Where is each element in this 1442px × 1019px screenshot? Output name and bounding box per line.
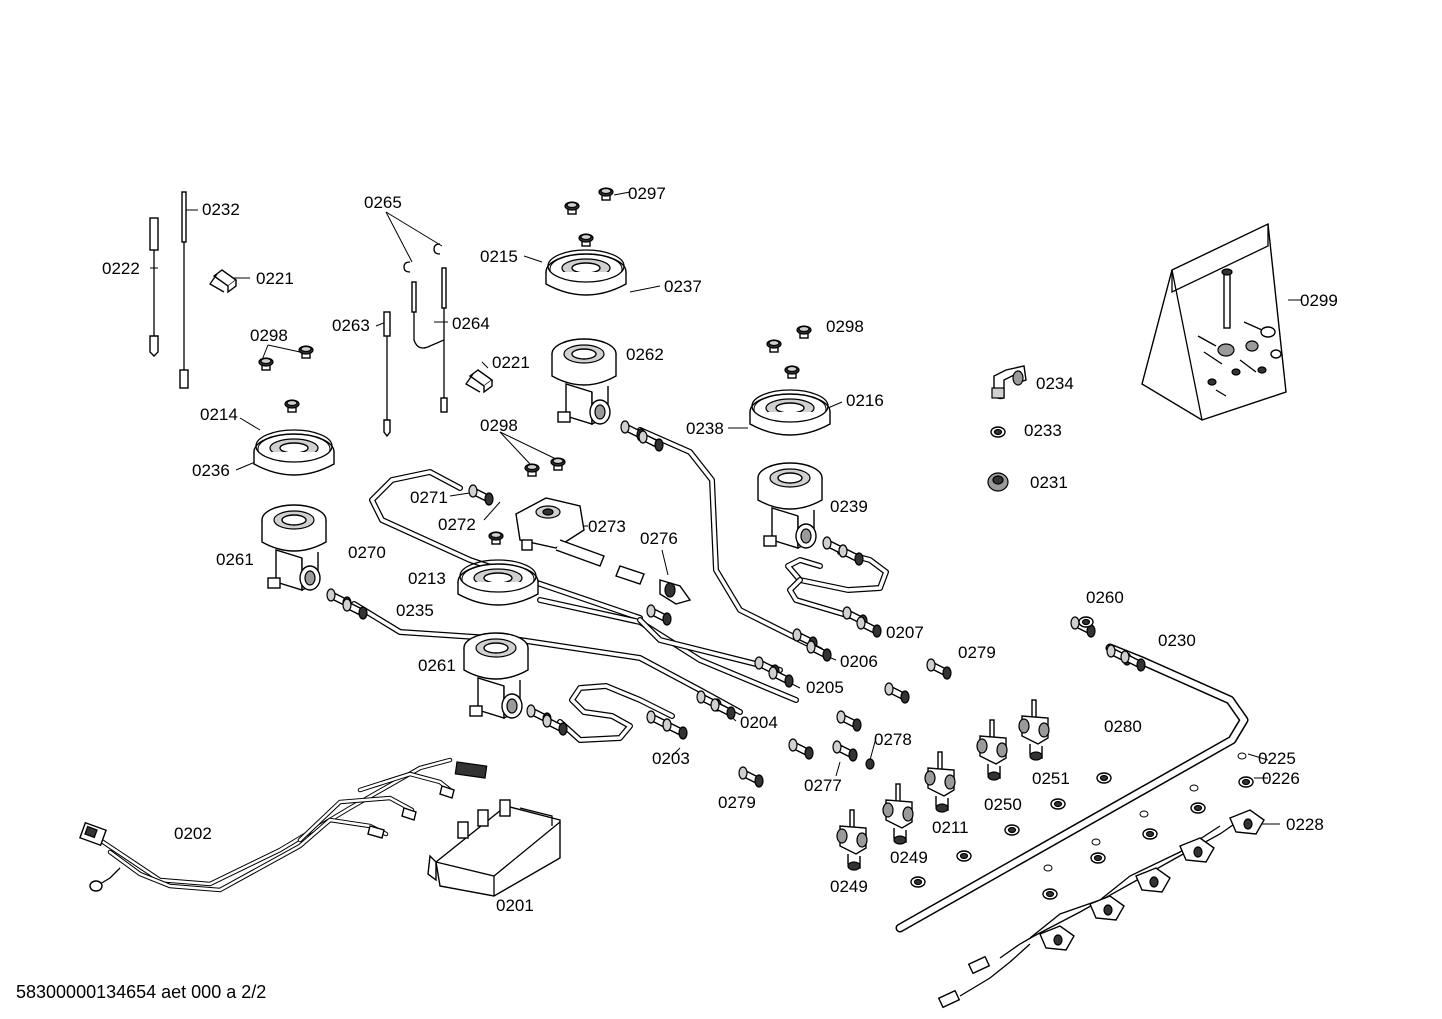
burner-0215-cap — [545, 249, 627, 296]
burner-0273-body — [515, 497, 692, 605]
burner-0261-base-left — [261, 504, 327, 591]
label-0235: 0235 — [396, 601, 434, 620]
label-0280: 0280 — [1104, 717, 1142, 736]
burner-0214-cap — [253, 429, 335, 476]
label-0238: 0238 — [686, 419, 724, 438]
label-0213: 0213 — [408, 569, 446, 588]
label-0262: 0262 — [626, 345, 664, 364]
label-0204: 0204 — [740, 713, 778, 732]
wiring-harness-0202 — [79, 757, 488, 893]
label-0232: 0232 — [202, 200, 240, 219]
ignition-module-0201 — [427, 799, 561, 897]
label-0276: 0276 — [640, 529, 678, 548]
label-0263: 0263 — [332, 316, 370, 335]
label-0279: 0279 — [958, 643, 996, 662]
elbow-fitting-0234 — [991, 365, 1027, 400]
ignition-switch-harness-0228 — [937, 809, 1265, 1009]
label-0297: 0297 — [628, 184, 666, 203]
label-0215: 0215 — [480, 247, 518, 266]
label-0207: 0207 — [886, 623, 924, 642]
gas-valves — [836, 699, 1050, 871]
label-0298: 0298 — [480, 416, 518, 435]
label-0214: 0214 — [200, 405, 238, 424]
label-0203: 0203 — [652, 749, 690, 768]
label-0298: 0298 — [826, 317, 864, 336]
label-0221: 0221 — [492, 353, 530, 372]
label-0273: 0273 — [588, 517, 626, 536]
label-0221: 0221 — [256, 269, 294, 288]
label-0270: 0270 — [348, 543, 386, 562]
nozzle-kit-bag-0299 — [1141, 222, 1287, 421]
label-0222: 0222 — [102, 259, 140, 278]
label-0228: 0228 — [1286, 815, 1324, 834]
label-0237: 0237 — [664, 277, 702, 296]
label-0264: 0264 — [452, 314, 490, 333]
label-0201: 0201 — [496, 896, 534, 915]
label-0230: 0230 — [1158, 631, 1196, 650]
washer-0233 — [990, 426, 1006, 438]
screws — [258, 187, 812, 545]
label-0234: 0234 — [1036, 374, 1074, 393]
label-0299: 0299 — [1300, 291, 1338, 310]
burner-0262-base — [551, 338, 617, 425]
label-0261: 0261 — [418, 656, 456, 675]
leader-lines — [150, 191, 1302, 825]
nut-0231 — [987, 472, 1009, 492]
label-0249: 0249 — [890, 848, 928, 867]
pipe-fittings — [326, 420, 1146, 740]
label-0236: 0236 — [192, 461, 230, 480]
document-id-footer: 58300000134654 aet 000 a 2/2 — [16, 982, 266, 1002]
label-0205: 0205 — [806, 678, 844, 697]
burner-0213-cap — [457, 559, 539, 606]
label-0226: 0226 — [1262, 769, 1300, 788]
label-0216: 0216 — [846, 391, 884, 410]
burner-0261-base-center — [463, 632, 529, 719]
label-0278: 0278 — [874, 730, 912, 749]
label-0279: 0279 — [718, 793, 756, 812]
orifices — [738, 616, 1094, 788]
label-0233: 0233 — [1024, 421, 1062, 440]
label-0272: 0272 — [438, 515, 476, 534]
manifold-washers — [910, 752, 1254, 900]
label-0206: 0206 — [840, 652, 878, 671]
label-0251: 0251 — [1032, 769, 1070, 788]
label-0261: 0261 — [216, 550, 254, 569]
label-0260: 0260 — [1086, 588, 1124, 607]
label-0249: 0249 — [830, 877, 868, 896]
label-0231: 0231 — [1030, 473, 1068, 492]
label-0271: 0271 — [410, 488, 448, 507]
label-0250: 0250 — [984, 795, 1022, 814]
label-0202: 0202 — [174, 824, 212, 843]
burner-0239-base — [757, 462, 823, 549]
label-0277: 0277 — [804, 776, 842, 795]
thermocouples — [149, 191, 493, 438]
gas-pipes — [351, 427, 1249, 933]
label-0298: 0298 — [250, 326, 288, 345]
part-labels: 0222 0232 0221 0298 0214 0236 0261 0265 … — [102, 184, 1338, 915]
label-0225: 0225 — [1258, 749, 1296, 768]
label-0211: 0211 — [932, 818, 969, 837]
label-0239: 0239 — [830, 497, 868, 516]
label-0265: 0265 — [364, 193, 402, 212]
burner-0216-cap — [749, 389, 831, 436]
